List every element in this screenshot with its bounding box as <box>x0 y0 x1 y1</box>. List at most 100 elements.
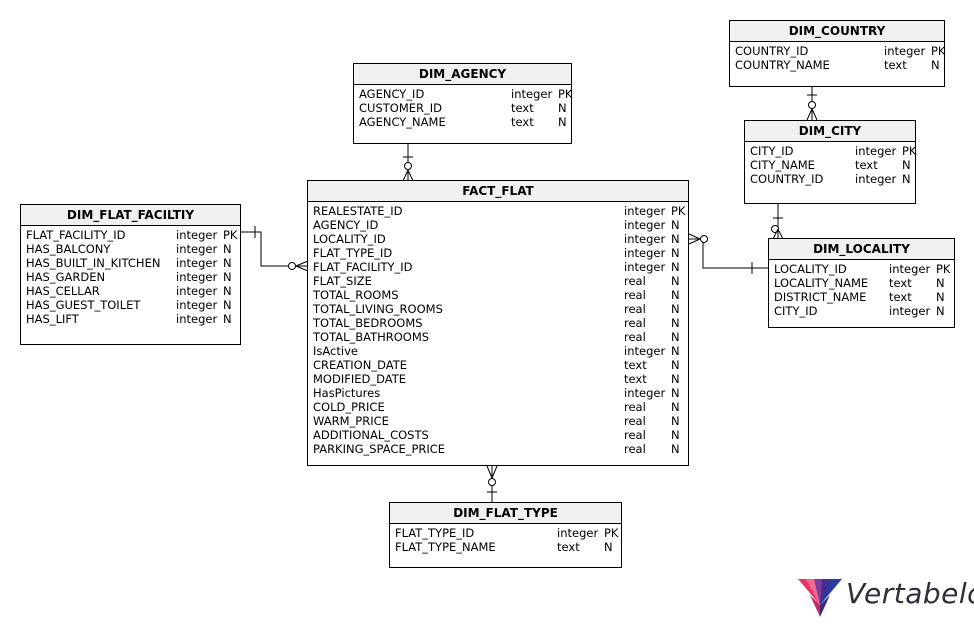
column-type: text <box>889 276 912 290</box>
brand-name: Vertabelo <box>846 577 974 610</box>
table-title: DIM_FLAT_TYPE <box>390 503 621 524</box>
column-name: HasPictures <box>313 386 381 400</box>
column-type: integer <box>889 262 931 276</box>
column-type: integer <box>624 246 666 260</box>
column-name: HAS_GUEST_TOILET <box>26 298 141 312</box>
column-type: text <box>884 58 907 72</box>
column-type: integer <box>889 304 931 318</box>
column-key: N <box>671 330 680 344</box>
column-key: N <box>671 218 680 232</box>
column-name: ADDITIONAL_COSTS <box>313 428 429 442</box>
column-type: integer <box>855 144 897 158</box>
column-type: real <box>624 316 646 330</box>
column-key: N <box>671 302 680 316</box>
rel-country-city <box>806 86 818 121</box>
column-name: HAS_LIFT <box>26 312 79 326</box>
column-key: N <box>671 372 680 386</box>
column-key: N <box>223 256 232 270</box>
column-key: N <box>671 344 680 358</box>
column-key: PK <box>604 526 619 540</box>
column-name: TOTAL_BEDROOMS <box>313 316 423 330</box>
column-type: integer <box>624 260 666 274</box>
column-key: PK <box>558 87 573 101</box>
column-type: text <box>889 290 912 304</box>
column-type: real <box>624 442 646 456</box>
column-type: real <box>624 330 646 344</box>
column-name: TOTAL_ROOMS <box>313 288 399 302</box>
column-name: CITY_ID <box>750 144 794 158</box>
column-key: N <box>671 274 680 288</box>
column-name: LOCALITY_NAME <box>774 276 869 290</box>
column-name: FLAT_SIZE <box>313 274 372 288</box>
column-name: COUNTRY_ID <box>750 172 824 186</box>
column-name: LOCALITY_ID <box>774 262 847 276</box>
rel-locality-factflat <box>688 233 769 274</box>
column-type: integer <box>176 228 218 242</box>
column-name: PARKING_SPACE_PRICE <box>313 442 446 456</box>
column-name: HAS_GARDEN <box>26 270 106 284</box>
column-name: DISTRICT_NAME <box>774 290 867 304</box>
column-name: IsActive <box>313 344 358 358</box>
table-title: DIM_CITY <box>745 121 915 142</box>
column-name: COUNTRY_NAME <box>735 58 830 72</box>
column-name: HAS_BALCONY <box>26 242 111 256</box>
column-key: N <box>671 442 680 456</box>
column-key: N <box>671 246 680 260</box>
column-row[interactable]: PARKING_SPACE_PRICE real N <box>313 442 688 456</box>
column-key: N <box>223 312 232 326</box>
column-name: CITY_NAME <box>750 158 815 172</box>
column-type: real <box>624 414 646 428</box>
column-type: integer <box>176 256 218 270</box>
